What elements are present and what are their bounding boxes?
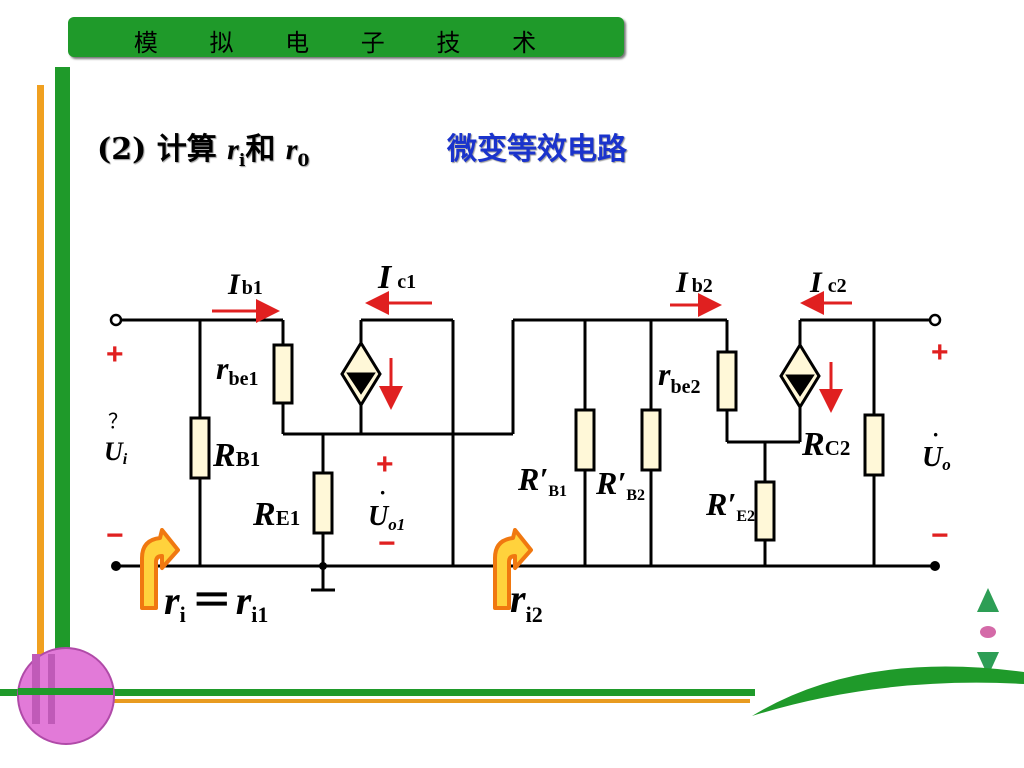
label-re1: RE1 xyxy=(252,496,300,533)
input-terminal-top xyxy=(109,313,123,327)
nav-home-icon[interactable] xyxy=(980,626,996,638)
title-r0-subscript: 0 xyxy=(297,151,310,171)
ri2-arrow xyxy=(493,528,533,610)
current-source-2 xyxy=(779,342,821,410)
label-ri2: ri2 xyxy=(510,576,543,627)
resistor-rb2-prime xyxy=(640,408,662,472)
minus-uo1: − xyxy=(378,527,396,560)
label-rbe2: rbe2 xyxy=(658,356,700,398)
decorative-logo xyxy=(17,647,115,745)
label-re2-prime: R′E2 xyxy=(705,486,755,525)
resistor-rb1 xyxy=(189,416,211,480)
left-stripe-orange xyxy=(37,85,44,685)
plus-output: + xyxy=(931,336,949,369)
minus-output: − xyxy=(931,519,949,552)
header-bar: 模 拟 电 子 技 术 xyxy=(68,17,624,57)
slide-subtitle: 微变等效电路 xyxy=(447,132,627,167)
title-prefix: (2) 计算 xyxy=(97,132,228,167)
title-ri-subscript: i xyxy=(238,151,246,171)
decorative-leaf xyxy=(752,666,1024,716)
label-ri-equation: ri＝ri1 xyxy=(164,578,268,627)
minus-input: − xyxy=(106,519,124,552)
header-title: 模 拟 电 子 技 术 xyxy=(133,29,559,57)
resistor-rc2 xyxy=(863,413,885,477)
label-rb1: RB1 xyxy=(212,437,260,474)
bottom-stripe-green xyxy=(0,689,755,696)
ground-node xyxy=(319,562,327,570)
input-terminal-bottom xyxy=(111,561,121,571)
left-stripe-green xyxy=(55,67,70,692)
ri-arrow-left xyxy=(140,528,180,610)
output-terminal-bottom xyxy=(930,561,940,571)
title-ri-symbol: r xyxy=(227,133,239,166)
label-ui-marker: ？ xyxy=(108,409,128,433)
title-and: 和 xyxy=(245,132,286,167)
resistor-re1 xyxy=(312,471,334,535)
plus-input: + xyxy=(106,338,124,371)
slide-title: (2) 计算 ri和 r0 xyxy=(97,124,309,171)
label-ui: Ui xyxy=(104,437,128,468)
label-uo-dot: · xyxy=(932,422,939,447)
label-rbe1: rbe1 xyxy=(216,350,258,390)
resistor-rbe1 xyxy=(272,343,294,405)
output-terminal-top xyxy=(928,313,942,327)
label-rc2: RC2 xyxy=(801,426,850,463)
title-r0-symbol: r xyxy=(285,133,298,166)
nav-down-icon[interactable] xyxy=(977,652,999,676)
label-rb2-prime: R′B2 xyxy=(595,465,645,504)
nav-control xyxy=(977,588,999,676)
label-uo1-dot: · xyxy=(379,480,386,505)
plus-uo1: + xyxy=(376,448,394,481)
current-source-1 xyxy=(340,340,382,408)
resistor-rb1-prime xyxy=(574,408,596,472)
label-rb1-prime: R′B1 xyxy=(517,461,567,500)
resistor-rbe2 xyxy=(716,350,738,412)
bottom-stripe-orange xyxy=(110,699,750,703)
nav-up-icon[interactable] xyxy=(977,588,999,612)
circuit-wires xyxy=(118,318,935,592)
label-uo: Uo xyxy=(922,442,951,474)
label-uo1: Uo1 xyxy=(368,501,405,534)
terminals xyxy=(109,313,942,571)
resistor-re2-prime xyxy=(754,480,776,542)
